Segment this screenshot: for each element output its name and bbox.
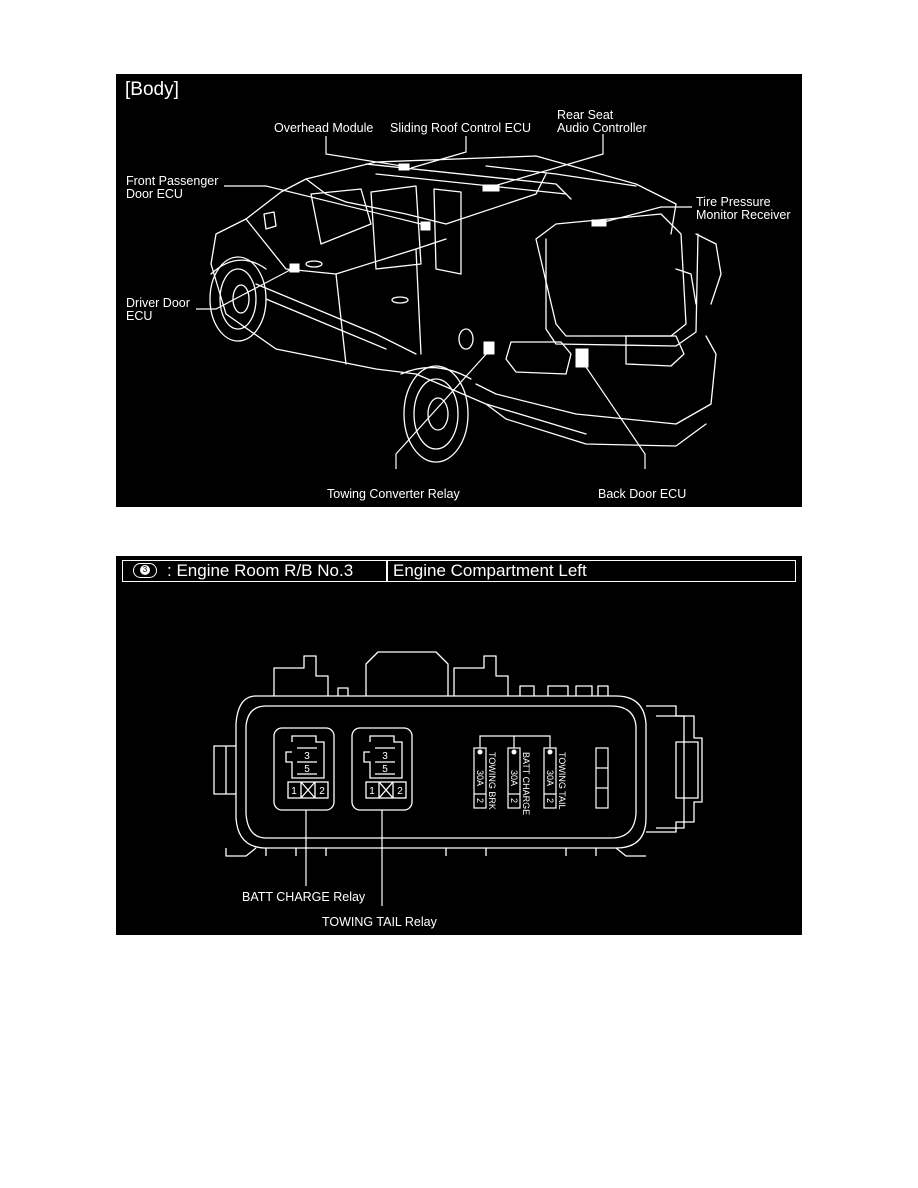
location-number-badge: 3 xyxy=(133,563,157,578)
relay2-pin-3: 3 xyxy=(382,751,388,762)
driver-door-label: Driver Door ECU xyxy=(126,296,190,323)
sliding-roof-label: Sliding Roof Control ECU xyxy=(390,121,532,135)
driver-door-ecu-marker xyxy=(289,263,300,273)
towing-converter-marker xyxy=(483,341,495,355)
tire-pressure-marker xyxy=(591,219,607,227)
relay1-pin-3: 3 xyxy=(304,751,310,762)
batt-charge-relay-socket xyxy=(273,727,335,811)
rear-seat-audio-label: Rear Seat Audio Controller xyxy=(557,108,647,135)
relay2-pin-1: 1 xyxy=(369,786,375,797)
relay-block-header: 3 : Engine Room R/B No.3 Engine Compartm… xyxy=(122,560,796,582)
overhead-module-label: Overhead Module xyxy=(274,121,374,135)
relay-block-panel: 3 : Engine Room R/B No.3 Engine Compartm… xyxy=(116,556,802,935)
towing-converter-label: Towing Converter Relay xyxy=(327,487,460,501)
fuse-towing-brk-amp: 30A xyxy=(475,770,485,786)
towing-tail-relay-label: TOWING TAIL Relay xyxy=(322,915,438,929)
fuse-towing-brk-name: TOWING BRK xyxy=(487,752,497,810)
back-door-ecu-label: Back Door ECU xyxy=(598,487,687,501)
relay-block-drawing: 3 5 1 2 3 5 1 2 TOWING BRK 30A 2 BATT CH… xyxy=(213,651,703,929)
fuse-batt-charge-pin: 2 xyxy=(509,798,519,803)
relay2-pin-5: 5 xyxy=(382,764,388,775)
body-title: [Body] xyxy=(125,79,179,100)
fuse-towing-brk-pin: 2 xyxy=(475,798,485,803)
relay-block-location: Engine Compartment Left xyxy=(393,561,587,580)
fuse-towing-tail-pin: 2 xyxy=(545,798,555,803)
fuse-batt-charge-name: BATT CHARGE xyxy=(521,752,531,815)
tire-pressure-label: Tire Pressure Monitor Receiver xyxy=(696,195,791,222)
overhead-module-marker xyxy=(398,163,410,171)
back-door-ecu-marker xyxy=(575,348,589,368)
fuse-towing-tail-amp: 30A xyxy=(545,770,555,786)
relay1-pin-5: 5 xyxy=(304,764,310,775)
batt-charge-relay-label: BATT CHARGE Relay xyxy=(242,890,366,904)
front-passenger-label: Front Passenger Door ECU xyxy=(126,174,219,201)
body-diagram-panel: [Body] Overhead Module Sliding Roof Cont… xyxy=(116,74,802,507)
fuse-batt-charge-amp: 30A xyxy=(509,770,519,786)
fuse-towing-tail-name: TOWING TAIL xyxy=(557,752,567,810)
relay2-pin-2: 2 xyxy=(397,786,403,797)
vehicle-illustration xyxy=(196,134,722,469)
relay-block-name: : Engine Room R/B No.3 xyxy=(167,561,354,580)
spare-fuse-slot xyxy=(595,747,609,809)
relay1-pin-2: 2 xyxy=(319,786,325,797)
rear-seat-audio-marker xyxy=(482,184,500,192)
location-number: 3 xyxy=(140,565,150,575)
front-passenger-ecu-marker xyxy=(420,221,431,231)
header-divider xyxy=(386,561,388,581)
relay1-pin-1: 1 xyxy=(291,786,297,797)
